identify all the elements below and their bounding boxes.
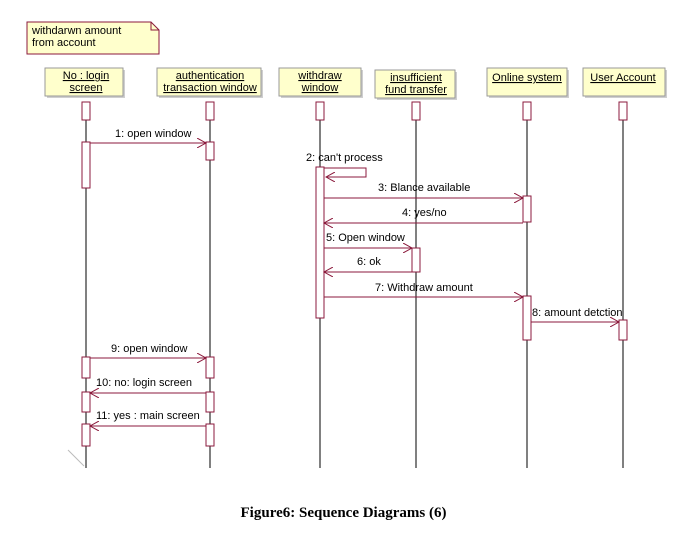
- messages-layer: 1: open window 2: can't process 3: Blance …: [90, 128, 623, 426]
- lifeline-head-account: User Account: [582, 67, 667, 98]
- head-box: [374, 69, 456, 99]
- message-1: 1: open window: [90, 128, 206, 143]
- message-11: 11: yes : main screen: [90, 410, 206, 426]
- message-label: 11: yes : main screen: [96, 410, 200, 422]
- message-label: 10: no: login screen: [96, 377, 192, 389]
- message-6: 6: ok: [324, 256, 412, 272]
- head-label: User Account: [590, 72, 655, 84]
- head-label: Online system: [492, 72, 562, 84]
- activation-bar: [522, 295, 532, 341]
- message-4: 4: yes/no: [324, 207, 523, 223]
- top-stub-insufficient: [411, 101, 421, 121]
- message-label: 8: amount detction: [532, 307, 623, 319]
- message-2: 2: can't process: [306, 152, 383, 177]
- head-box: [486, 67, 568, 97]
- activation-bar: [205, 141, 215, 161]
- message-8: 8: amount detction: [531, 307, 623, 322]
- message-label: 2: can't process: [306, 152, 383, 164]
- message-10: 10: no: login screen: [90, 377, 206, 393]
- top-stub-withdraw: [315, 101, 325, 121]
- message-label: 6: ok: [357, 256, 381, 268]
- note-text: from account: [32, 37, 96, 49]
- message-label: 7: Withdraw amount: [375, 282, 473, 294]
- top-stub-login: [81, 101, 91, 121]
- top-stub-online: [522, 101, 532, 121]
- message-label: 4: yes/no: [402, 207, 447, 219]
- message-3: 3: Blance available: [324, 182, 523, 198]
- head-label: authentication: [176, 70, 245, 82]
- lifeline-head-online: Online system: [486, 67, 569, 98]
- message-label: 1: open window: [115, 128, 191, 140]
- note-text: withdarwn amount: [31, 25, 121, 37]
- message-label: 5: Open window: [326, 232, 405, 244]
- message-7: 7: Withdraw amount: [324, 282, 523, 297]
- activation-bar: [81, 423, 91, 447]
- head-box: [278, 67, 362, 97]
- note-fold: [150, 22, 159, 31]
- head-box: [582, 67, 666, 97]
- login-lifeline-tail: [67, 449, 85, 467]
- head-label: window: [301, 82, 339, 94]
- activations-layer: [81, 101, 628, 447]
- activation-bar: [81, 391, 91, 413]
- top-stub-account: [618, 101, 628, 121]
- head-box: [156, 67, 262, 97]
- message-arrow: [324, 167, 367, 177]
- activation-bar: [411, 247, 421, 273]
- message-label: 3: Blance available: [378, 182, 470, 194]
- note-box: [26, 21, 160, 55]
- message-label: 9: open window: [111, 343, 187, 355]
- activation-bar: [315, 166, 325, 319]
- activation-bar: [81, 141, 91, 189]
- head-label: No : login: [63, 70, 109, 82]
- activation-bar: [618, 319, 628, 341]
- activation-bar: [205, 423, 215, 447]
- top-stub-auth: [205, 101, 215, 121]
- activation-bar: [522, 195, 532, 223]
- activation-bar: [205, 391, 215, 413]
- activation-bar: [205, 356, 215, 379]
- head-label: screen: [69, 82, 102, 94]
- figure-caption: Figure6: Sequence Diagrams (6): [240, 505, 447, 521]
- head-label: transaction window: [163, 82, 257, 94]
- head-label: withdraw: [297, 70, 341, 82]
- head-label: insufficient: [390, 72, 442, 84]
- head-label: fund transfer: [385, 84, 447, 96]
- head-box: [44, 67, 124, 97]
- message-9: 9: open window: [90, 343, 206, 358]
- activation-bar: [81, 356, 91, 379]
- diagram-canvas: 1: open window 2: can't process 3: Blance …: [26, 21, 667, 468]
- message-5: 5: Open window: [324, 232, 412, 248]
